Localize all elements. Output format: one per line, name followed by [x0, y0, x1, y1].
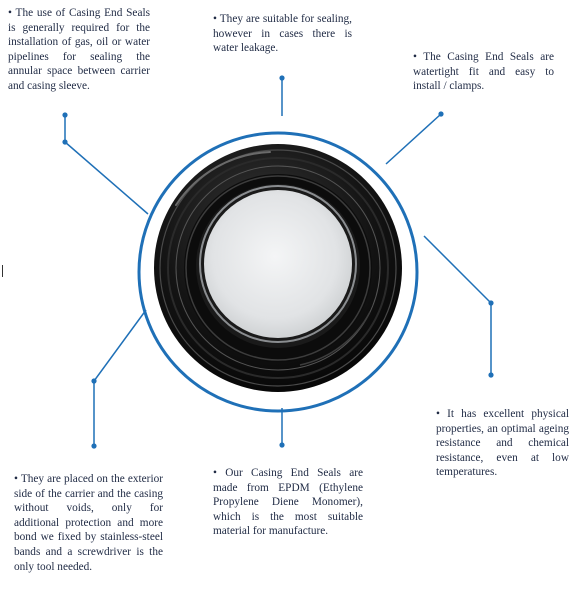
callout-physical-properties: • It has excellent physical properties, … [436, 408, 569, 479]
connector-dot-icon [488, 300, 494, 306]
connector-dot-icon [91, 378, 97, 384]
outer-ring [137, 131, 419, 413]
connector-dot-icon [438, 111, 444, 117]
connector-dot-icon [279, 75, 285, 81]
callout-water-leakage: • They are suitable for sealing, however… [213, 13, 352, 55]
connector-c3 [385, 113, 442, 165]
connector-dot-icon [91, 443, 97, 449]
callout-watertight-fit: • The Casing End Seals are watertight fi… [413, 51, 554, 93]
connector-c6 [93, 309, 147, 446]
callout-installation-placement: • They are placed on the exterior side o… [14, 473, 163, 573]
connector-dot-icon [62, 112, 68, 118]
connector-dot-icon [62, 139, 68, 145]
connector-dot-icon [279, 442, 285, 448]
connector-dots [62, 75, 494, 449]
connector-c4 [423, 235, 492, 375]
connector-c1 [64, 115, 149, 215]
casing-end-seal-photo [154, 144, 402, 392]
callout-gas-oil-water-use: • The use of Casing End Seals is general… [8, 7, 150, 92]
text-cursor [2, 265, 3, 277]
callout-epdm-material: • Our Casing End Seals are made from EPD… [213, 467, 363, 538]
connector-dot-icon [488, 372, 494, 378]
